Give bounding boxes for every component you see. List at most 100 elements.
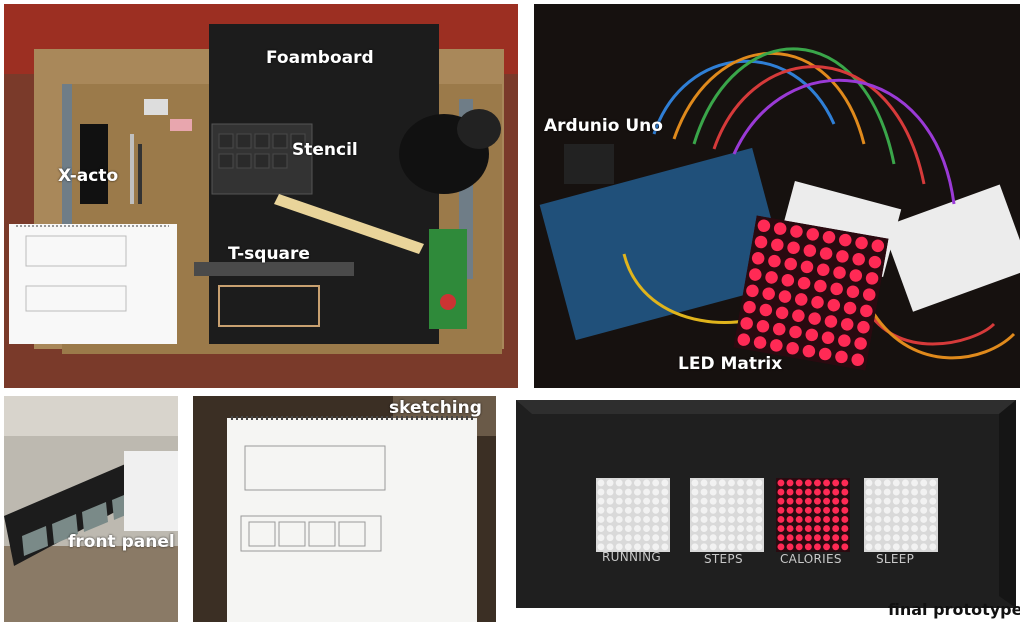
led-dot [813,488,821,496]
front-panel-label: front panel [68,532,175,552]
led-dot [709,479,717,487]
led-dot [737,525,745,533]
led-dot [920,506,928,514]
led-dot [832,497,840,505]
led-dot [718,534,726,542]
led-dot [841,488,849,496]
led-dot [901,506,909,514]
led-dot [786,506,794,514]
led-dot [691,525,699,533]
matrix-calories [776,478,850,552]
led-dot [846,285,860,299]
led-dot [633,534,641,542]
electronics-photo: Ardunio Uno LED Matrix [534,4,1020,388]
led-dot [700,525,708,533]
led-dot [643,543,651,551]
led-dot [786,534,794,542]
led-dot [777,534,785,542]
led-dot [874,515,882,523]
led-dot [759,303,773,317]
led-dot [606,534,614,542]
led-dot [643,534,651,542]
led-dot [737,479,745,487]
led-dot [727,488,735,496]
led-dot [709,506,717,514]
led-dot [652,497,660,505]
led-dot [841,525,849,533]
led-dot [920,479,928,487]
led-dot [865,479,873,487]
led-dot [832,543,840,551]
led-dot [718,525,726,533]
led-dot [874,506,882,514]
led-dot [813,515,821,523]
led-dot [795,506,803,514]
led-dot [841,543,849,551]
led-dot [832,534,840,542]
led-dot [606,506,614,514]
led-dot [786,479,794,487]
led-dot [771,238,784,252]
led-dot [840,318,854,331]
led-dot [841,534,849,542]
led-dot [794,293,808,306]
led-dot [606,488,614,496]
led-dot [843,301,857,315]
led-dot [718,515,726,523]
led-dot [753,336,767,349]
led-dot [920,534,928,542]
led-dot [755,543,763,551]
led-dot [709,534,717,542]
led-dot [795,479,803,487]
led-dot [718,479,726,487]
led-dot [839,233,852,247]
label-calories: CALORIES [780,552,842,566]
led-dot [661,543,669,551]
led-dot [709,497,717,505]
led-dot [643,525,651,533]
led-dot [929,534,937,542]
led-dot [929,479,937,487]
led-dot [911,488,919,496]
led-dot [624,488,632,496]
led-dot [814,279,827,293]
led-dot [749,268,762,281]
led-dot [700,488,708,496]
led-dot [691,534,699,542]
led-dot [795,515,803,523]
sketching-label: sketching [389,398,482,418]
led-dot [597,534,605,542]
led-dot [718,543,726,551]
led-dot [874,479,882,487]
led-dot [874,525,882,533]
matrix-backplate [596,478,670,552]
led-dot [823,497,831,505]
led-dot [755,525,763,533]
arduino-label: Ardunio Uno [544,116,663,136]
led-dot [777,488,785,496]
led-dot [643,497,651,505]
led-dot [911,525,919,533]
led-dot [824,315,838,328]
led-dot [804,543,812,551]
led-dot [868,255,882,269]
matrix-running [596,478,670,552]
led-dot [832,515,840,523]
led-dot [606,543,614,551]
led-dot [901,479,909,487]
led-dot [929,497,937,505]
led-dot [813,497,821,505]
led-dot [786,342,799,355]
led-dot [746,488,754,496]
led-dot [865,488,873,496]
led-dot [718,488,726,496]
led-dot [892,497,900,505]
led-dot [874,497,882,505]
led-dot [795,497,803,505]
led-dot [756,320,770,333]
led-dot [892,525,900,533]
led-dot [874,534,882,542]
led-dot [615,543,623,551]
led-dot [911,497,919,505]
led-dot [804,479,812,487]
